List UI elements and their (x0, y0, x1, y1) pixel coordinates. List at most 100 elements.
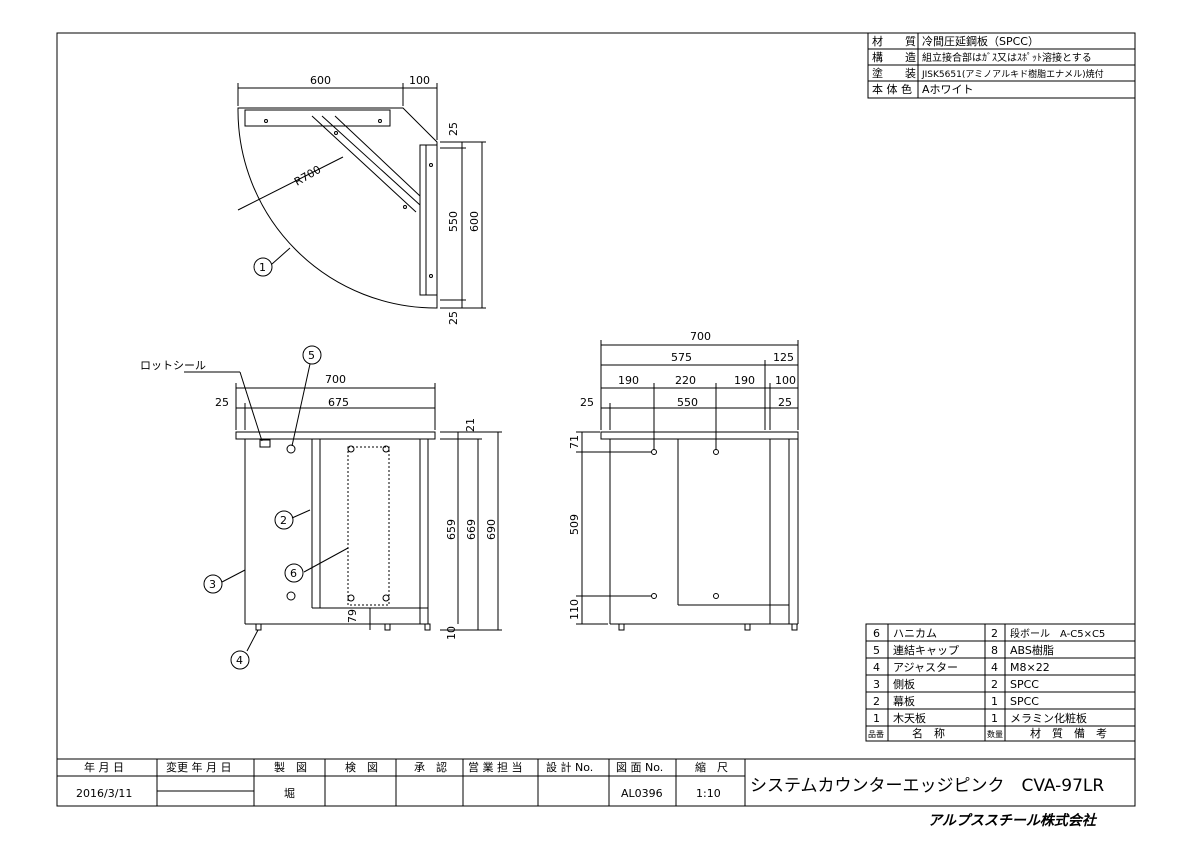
sales-label: 営 業 担 当 (468, 760, 523, 774)
dim-front-659: 659 (445, 519, 458, 540)
rot-seal-label: ロットシール (140, 359, 206, 372)
callout-2 (274, 510, 294, 530)
part-name-1: 木天板 (893, 711, 926, 725)
drawn-value: 堀 (284, 787, 295, 800)
part-name-3: 側板 (893, 677, 915, 691)
part-name-6: ハニカム (893, 627, 937, 640)
drawing-no-value: AL0396 (621, 787, 663, 800)
dim-front-10: 10 (445, 626, 458, 640)
dim-side-220: 220 (675, 374, 696, 387)
date-value: 2016/3/11 (76, 787, 132, 800)
part-mat-2: SPCC (1010, 695, 1039, 708)
part-qty-3: 2 (991, 678, 998, 691)
parts-header-qty: 数量 (987, 729, 1003, 739)
approve-label: 承 認 (414, 760, 447, 774)
side-view (576, 340, 799, 631)
dim-side-509: 509 (568, 514, 581, 535)
part-qty-6: 2 (991, 627, 998, 640)
dim-front-21: 21 (464, 418, 477, 432)
spec-value-1: 冷間圧延鋼板（SPCC） (922, 34, 1039, 48)
dim-plan-radius: R700 (292, 163, 323, 189)
dim-front-25: 25 (215, 396, 229, 409)
change-label: 変更 年 月 日 (166, 760, 232, 774)
spec-value-3: JISK5651(アミノアルキド樹脂エナメル)焼付 (921, 68, 1104, 80)
part-qty-2: 1 (991, 695, 998, 708)
dim-side-700: 700 (690, 330, 711, 343)
plan-view (237, 83, 486, 309)
spec-label-4: 本 体 色 (872, 82, 912, 96)
callout-1 (253, 257, 273, 277)
dim-side-575: 575 (671, 351, 692, 364)
title-block (56, 758, 1136, 807)
part-mat-1: メラミン化粧板 (1010, 711, 1087, 725)
scale-label: 縮 尺 (695, 760, 728, 774)
spec-label-2: 構 造 (872, 50, 916, 64)
part-no-2: 2 (873, 695, 880, 708)
drawn-label: 製 図 (274, 760, 307, 774)
dim-plan-600-side: 600 (468, 211, 481, 232)
callout-4 (230, 650, 250, 670)
part-qty-1: 1 (991, 712, 998, 725)
part-mat-5: ABS樹脂 (1010, 643, 1054, 657)
spec-label-3: 塗 装 (872, 66, 916, 80)
part-no-6: 6 (873, 627, 880, 640)
part-name-5: 連結キャップ (893, 643, 959, 657)
callout-4-num: 4 (236, 654, 243, 667)
part-no-5: 5 (873, 644, 880, 657)
dim-side-190b: 190 (734, 374, 755, 387)
part-name-4: アジャスター (893, 661, 958, 674)
callout-5 (302, 345, 322, 365)
dim-side-125: 125 (773, 351, 794, 364)
parts-header-no: 品番 (868, 729, 884, 739)
part-mat-4: M8×22 (1010, 661, 1050, 674)
dim-plan-550: 550 (447, 211, 460, 232)
product-title: システムカウンターエッジピンク CVA-97LR (750, 776, 1104, 796)
callout-6-num: 6 (290, 567, 297, 580)
dim-plan-25-top: 25 (447, 122, 460, 136)
callout-5-num: 5 (308, 349, 315, 362)
dim-side-100: 100 (775, 374, 796, 387)
date-label: 年 月 日 (84, 760, 124, 774)
part-qty-4: 4 (991, 661, 998, 674)
drawing-no-label: 図 面 No. (616, 761, 663, 774)
spec-value-2: 組立接合部はｶﾞｽ又はｽﾎﾟｯﾄ溶接とする (922, 51, 1092, 64)
callout-1-num: 1 (259, 261, 266, 274)
part-no-3: 3 (873, 678, 880, 691)
dim-front-675: 675 (328, 396, 349, 409)
part-name-2: 幕板 (893, 694, 915, 708)
dim-front-669: 669 (465, 519, 478, 540)
design-no-label: 設 計 No. (546, 760, 593, 774)
company-logo-text: アルプススチール株式会社 (928, 812, 1098, 829)
part-mat-6: 段ボール A-C5×C5 (1010, 627, 1105, 640)
dim-plan-600: 600 (310, 74, 331, 87)
dim-front-79: 79 (346, 609, 359, 623)
dim-side-71: 71 (568, 435, 581, 449)
parts-table (865, 623, 1136, 742)
dim-side-190a: 190 (618, 374, 639, 387)
spec-label-1: 材 質 (872, 34, 916, 48)
part-no-4: 4 (873, 661, 880, 674)
dim-front-700: 700 (325, 373, 346, 386)
sheet-border (56, 32, 1136, 807)
parts-header-material: 材 質 備 考 (1030, 726, 1107, 740)
callout-3-num: 3 (209, 578, 216, 591)
part-qty-5: 8 (991, 644, 998, 657)
spec-value-4: Aホワイト (922, 83, 974, 96)
dim-plan-100: 100 (409, 74, 430, 87)
part-mat-3: SPCC (1010, 678, 1039, 691)
dim-side-25-right: 25 (778, 396, 792, 409)
callout-2-num: 2 (280, 514, 287, 527)
parts-header-name: 名 称 (912, 726, 945, 740)
check-label: 検 図 (345, 760, 378, 774)
callout-3 (203, 574, 223, 594)
dim-front-690: 690 (485, 519, 498, 540)
spec-table (867, 32, 1136, 99)
callout-6 (284, 563, 304, 583)
scale-value: 1:10 (696, 787, 721, 800)
front-view (184, 363, 502, 652)
dim-side-550: 550 (677, 396, 698, 409)
part-no-1: 1 (873, 712, 880, 725)
dim-side-110: 110 (568, 599, 581, 620)
dim-side-25-left: 25 (580, 396, 594, 409)
